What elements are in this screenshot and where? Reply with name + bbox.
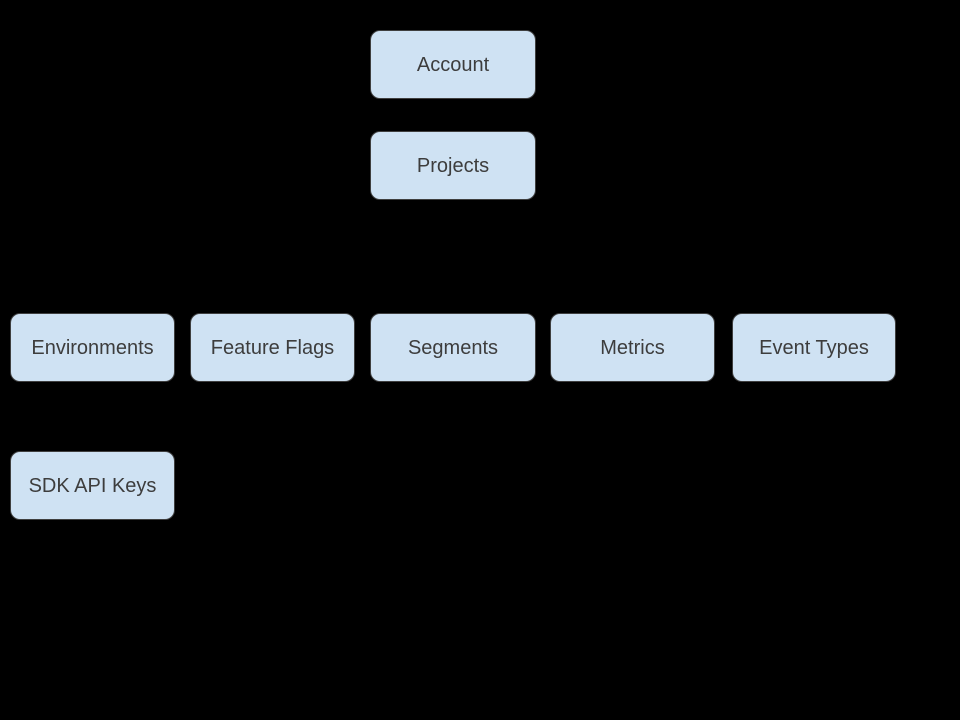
node-segments-label: Segments	[407, 336, 499, 359]
node-account: Account	[370, 30, 536, 99]
node-environments-label: Environments	[31, 336, 154, 359]
node-environments: Environments	[10, 313, 175, 382]
node-projects-label: Projects	[416, 154, 490, 177]
node-event-types: Event Types	[732, 313, 896, 382]
node-sdk-api-keys-label: SDK API Keys	[28, 474, 157, 497]
node-projects: Projects	[370, 131, 536, 200]
node-account-label: Account	[416, 53, 490, 76]
node-metrics: Metrics	[550, 313, 715, 382]
node-event-types-label: Event Types	[759, 336, 869, 359]
node-feature-flags-label: Feature Flags	[210, 336, 335, 359]
node-feature-flags: Feature Flags	[190, 313, 355, 382]
node-segments: Segments	[370, 313, 536, 382]
node-sdk-api-keys: SDK API Keys	[10, 451, 175, 520]
node-metrics-label: Metrics	[600, 336, 665, 359]
